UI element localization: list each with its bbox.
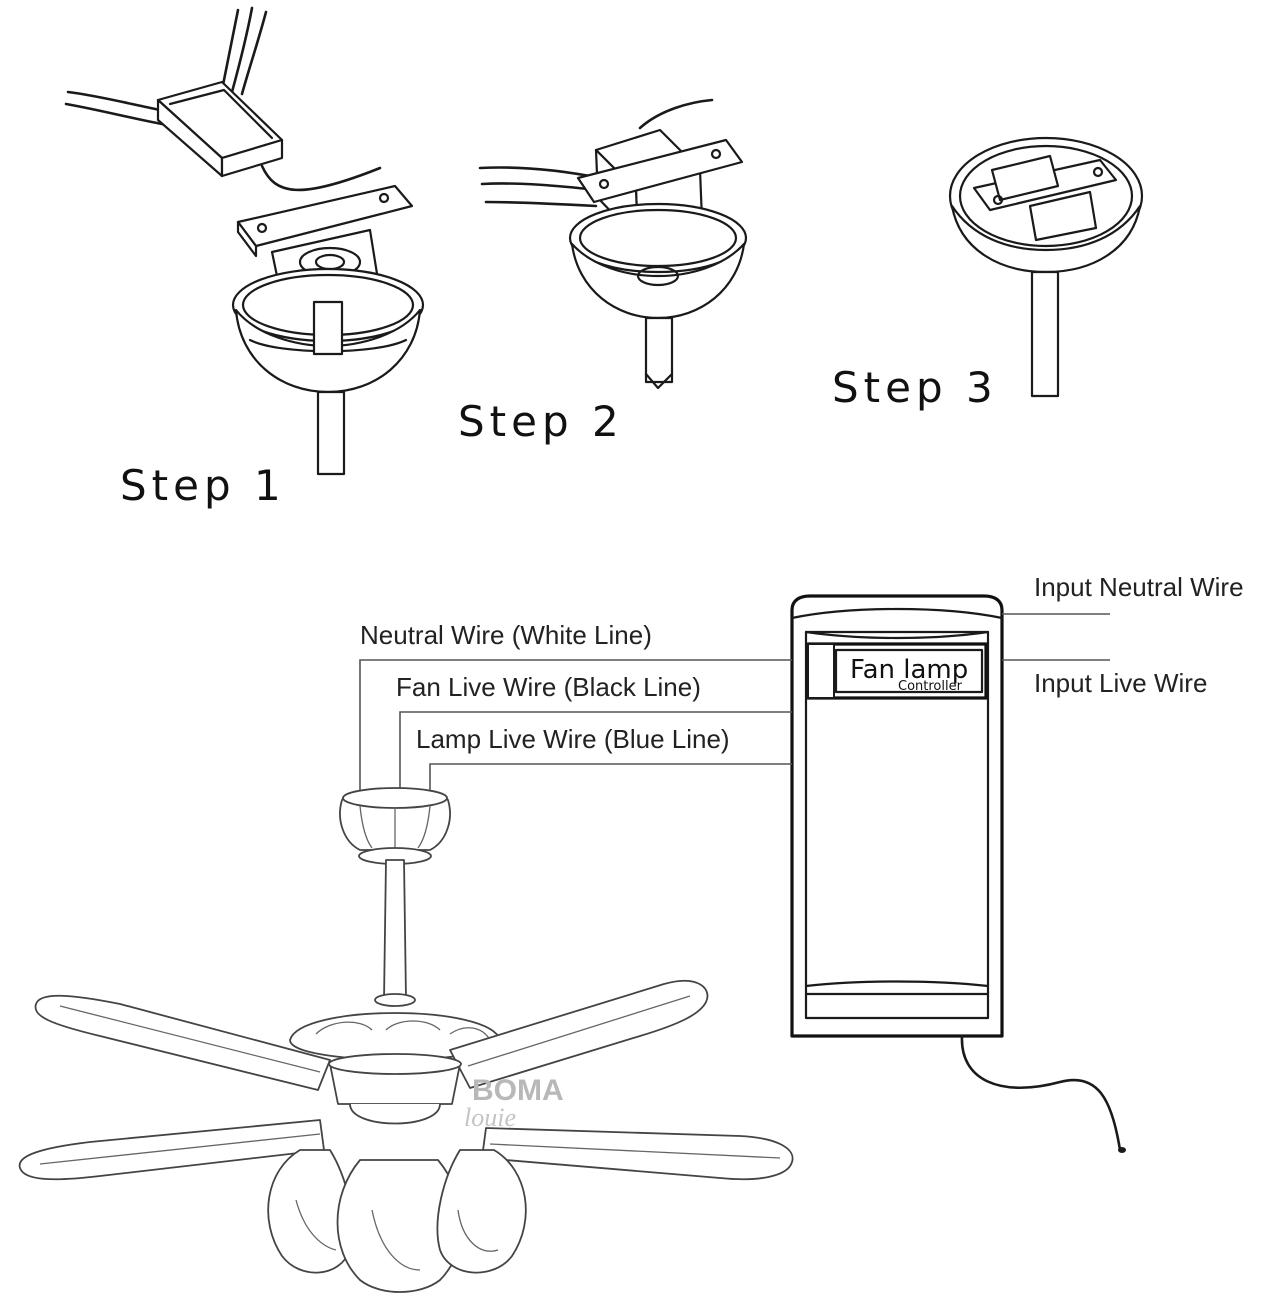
fan-live-wire-label: Fan Live Wire (Black Line) [396,672,701,702]
step3-label: Step 3 [832,363,998,412]
neutral-wire-label: Neutral Wire (White Line) [360,620,652,650]
output-wire-leaders [359,659,792,790]
step2-label: Step 2 [458,397,624,446]
step3-illustration [948,136,1144,398]
input-neutral-wire-label: Input Neutral Wire [1034,572,1244,602]
watermark-brand: BOMA [472,1074,564,1107]
watermark-sub: louie [464,1103,516,1132]
controller-label: Fan lamp [850,655,968,685]
step1-illustration [64,6,425,476]
ceiling-fan-illustration [18,787,794,1293]
input-live-wire-label: Input Live Wire [1034,668,1207,698]
controller-sublabel: Controller [898,679,963,694]
input-wire-leaders [1002,613,1110,661]
step2-illustration [478,98,748,390]
step1-label: Step 1 [120,461,286,510]
fan-lamp-controller [790,594,1126,1153]
lamp-live-wire-label: Lamp Live Wire (Blue Line) [416,724,730,754]
